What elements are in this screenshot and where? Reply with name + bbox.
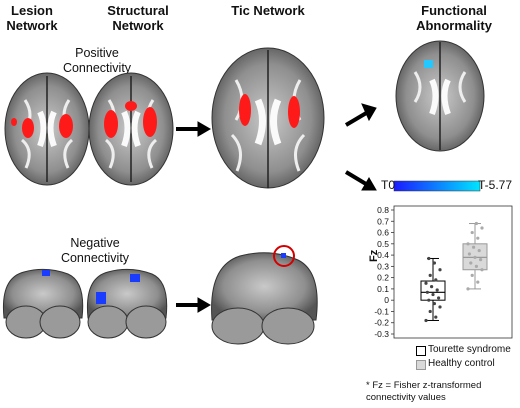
footnote: * Fz = Fisher z-transformed connectivity… [366,380,482,403]
axial-slice-functional [395,40,485,152]
ytick-label: -0.2 [374,318,389,328]
legend-tourette-label: Tourette syndrome [428,344,511,355]
axial-slice-tic [211,47,325,189]
data-point [479,258,483,262]
data-point [434,278,438,282]
header-tic-network: Tic Network [231,3,305,18]
header-functional-abnormality: Functional Abnormality [416,3,492,33]
coronal-slice-tic [211,245,318,345]
data-point [430,285,434,289]
ytick-label: 0.3 [377,261,389,271]
label-negative-connectivity: Negative Connectivity [60,236,130,265]
data-point [432,301,436,306]
data-point [425,290,429,294]
data-point [470,273,474,277]
header-lesion-network: Lesion Network [6,3,58,33]
data-point [472,245,476,249]
legend-control-swatch [416,360,426,370]
colorbar-min-label: T0 [381,178,396,192]
data-point [438,268,442,272]
data-point [477,248,481,253]
data-point [476,280,480,284]
ytick-label: 0.6 [377,228,389,238]
header-structural-network: Structural Network [107,3,169,33]
legend-tourette-swatch [416,346,426,356]
ytick-label: 0.1 [377,284,389,294]
ytick-label: 0.8 [377,205,389,215]
data-point [466,287,470,291]
data-point [470,230,474,235]
box-tourette [420,280,446,301]
data-point [473,255,477,259]
data-point [435,288,439,292]
ytick-label: -0.1 [374,306,389,316]
data-point [437,296,441,300]
data-point [424,281,428,285]
legend-control-label: Healthy control [428,358,495,369]
boxplot-ylabel: Fz [368,249,380,262]
data-point [424,318,428,323]
colorbar-max-label: T-5.77 [478,178,513,192]
colorbar [393,180,481,192]
data-point [469,261,473,265]
data-point [428,309,432,314]
coronal-slice-lesion [2,268,84,339]
data-point [474,264,478,268]
data-point [427,256,431,261]
data-point [480,268,484,272]
data-point [428,273,432,277]
plot-frame [393,205,513,339]
coronal-slice-structural [86,268,168,339]
label-positive-connectivity: Positive Connectivity [62,46,132,75]
ytick-label: -0.3 [374,329,389,339]
data-point [432,261,436,265]
data-point [431,292,435,297]
data-point [466,242,470,246]
ytick-label: 0.4 [377,250,389,260]
data-point [427,298,431,302]
data-point [467,252,471,256]
data-point [434,315,438,319]
data-point [476,236,480,240]
ytick-label: 0.2 [377,273,389,283]
ytick-label: 0.7 [377,216,389,226]
arrows [176,103,377,313]
data-point [480,226,484,230]
data-point [474,221,478,226]
axial-slice-lesion [4,72,90,186]
data-point [438,305,442,309]
tic-highlight-circle [273,245,295,267]
ytick-label: 0.5 [377,239,389,249]
ytick-label: 0 [384,295,389,305]
axial-slice-structural [88,72,174,186]
